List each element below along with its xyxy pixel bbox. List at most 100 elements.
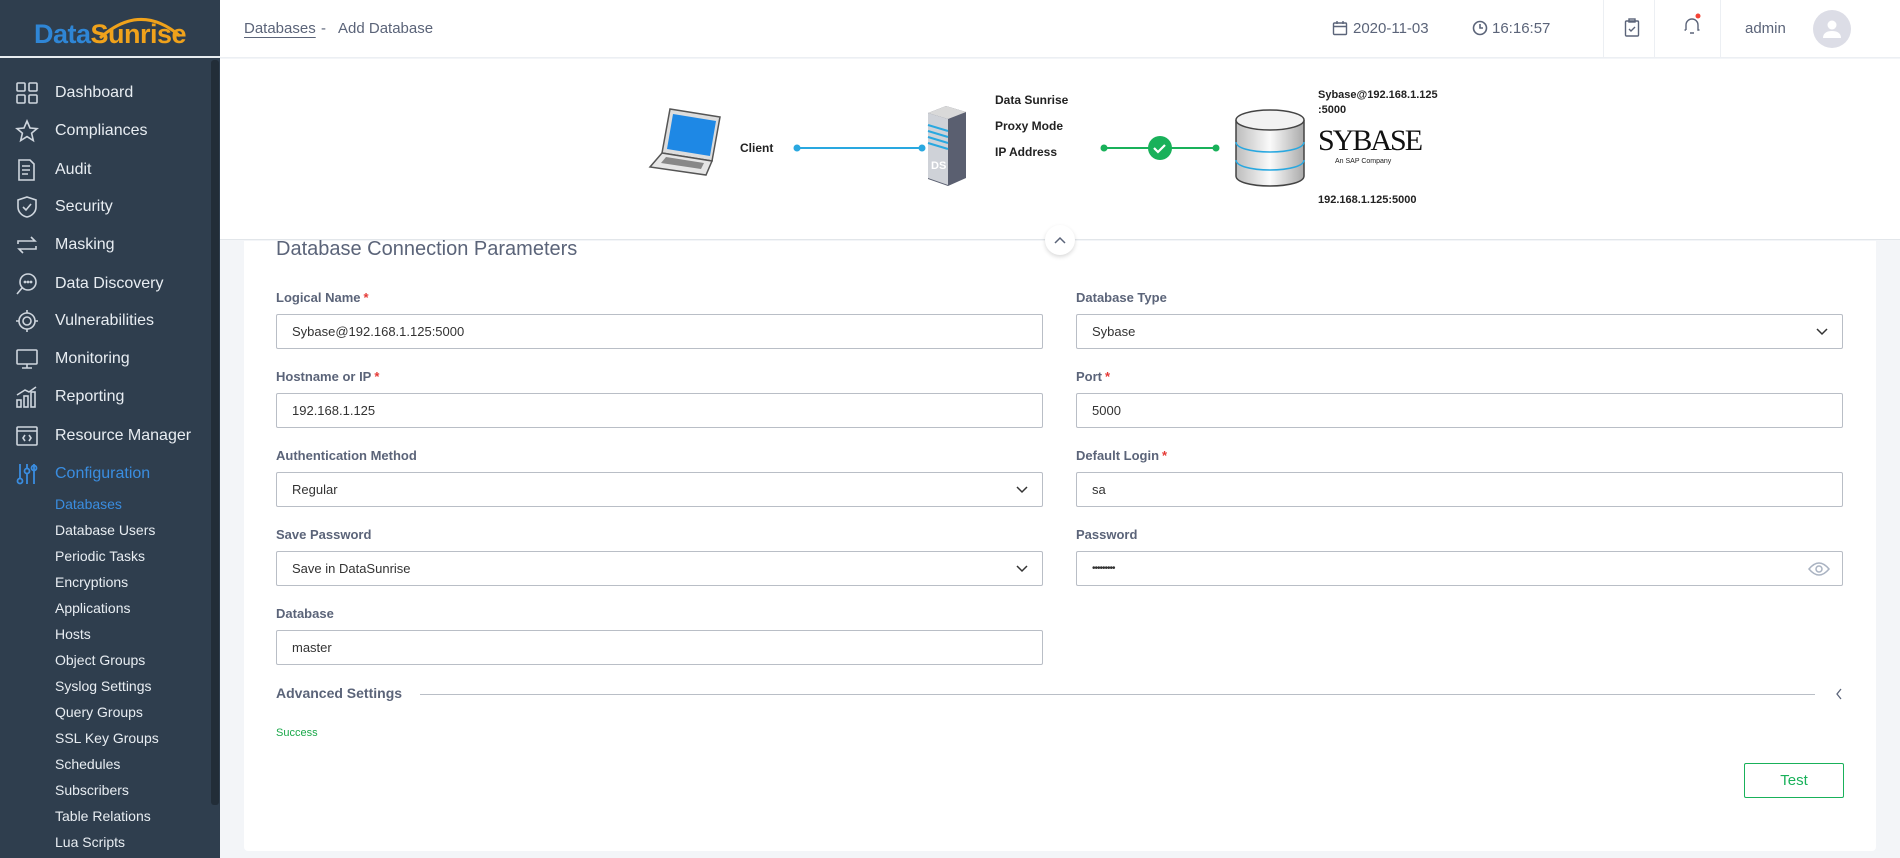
logo[interactable]: DataSunrise: [0, 0, 220, 58]
shield-icon: [17, 196, 37, 218]
sidebar-subitem-ssl-key-groups[interactable]: SSL Key Groups: [55, 730, 159, 746]
hostname-input[interactable]: 192.168.1.125: [276, 393, 1043, 428]
required-mark: *: [374, 369, 380, 384]
client-label: Client: [740, 141, 774, 155]
test-status: Success: [276, 727, 318, 739]
chevron-down-icon: [1816, 328, 1828, 336]
sidebar-subitem-encryptions[interactable]: Encryptions: [55, 574, 129, 590]
bell-icon[interactable]: [1682, 13, 1702, 37]
sidebar-item-audit[interactable]: Audit: [0, 153, 210, 187]
label-text: Hostname or IP: [276, 369, 372, 384]
sidebar-item-compliances[interactable]: Compliances: [0, 114, 210, 148]
sidebar-item-reporting[interactable]: Reporting: [0, 380, 210, 414]
sidebar-item-label: Audit: [55, 161, 92, 178]
chevron-left-icon[interactable]: [1834, 687, 1844, 701]
required-mark: *: [363, 290, 369, 305]
port-input[interactable]: 5000: [1076, 393, 1843, 428]
sidebar-subitem-object-groups[interactable]: Object Groups: [55, 652, 146, 668]
db-connection-line: [1100, 136, 1220, 160]
sidebar-subitem-database-users[interactable]: Database Users: [55, 522, 156, 538]
sidebar-item-label: Security: [55, 198, 113, 215]
logical-name-input[interactable]: Sybase@192.168.1.125:5000: [276, 314, 1043, 349]
sidebar-item-masking[interactable]: Masking: [0, 228, 210, 262]
hostname-label: Hostname or IP*: [276, 369, 379, 384]
sidebar-item-vulnerabilities[interactable]: Vulnerabilities: [0, 304, 210, 338]
sidebar-item-label: Reporting: [55, 388, 125, 405]
username[interactable]: admin: [1745, 20, 1786, 37]
star-icon: [15, 119, 39, 143]
input-value: •••••••••: [1092, 563, 1115, 574]
select-value: Sybase: [1092, 324, 1136, 339]
sidebar-item-label: Dashboard: [55, 84, 134, 101]
sidebar-subitem-subscribers[interactable]: Subscribers: [55, 782, 129, 798]
sidebar-subitem-applications[interactable]: Applications: [55, 600, 131, 616]
collapse-diagram-button[interactable]: [1045, 225, 1075, 255]
current-date: 2020-11-03: [1353, 20, 1429, 37]
label-text: Default Login: [1076, 448, 1160, 463]
sidebar-item-label: Vulnerabilities: [55, 312, 155, 329]
sidebar-item-label: Compliances: [55, 122, 148, 139]
sidebar-subitem-syslog-settings[interactable]: Syslog Settings: [55, 678, 152, 694]
chat-search-icon: [16, 273, 37, 295]
connection-parameters-card: Database Connection Parameters Logical N…: [244, 238, 1876, 851]
divider: [1654, 0, 1655, 58]
sidebar-subitem-schedules[interactable]: Schedules: [55, 756, 121, 772]
logo-arc-icon: [98, 18, 181, 40]
proxy-label-2: Proxy Mode: [995, 119, 1064, 133]
sidebar-subitem-periodic-tasks[interactable]: Periodic Tasks: [55, 548, 146, 564]
divider: [1603, 0, 1604, 58]
db-type-select[interactable]: Sybase: [1076, 314, 1843, 349]
sidebar-subitem-databases[interactable]: Databases: [55, 496, 122, 512]
sidebar-item-resource-manager[interactable]: Resource Manager: [0, 419, 210, 453]
sidebar-subitem-hosts[interactable]: Hosts: [55, 626, 91, 642]
code-window-icon: [16, 426, 38, 446]
save-password-label: Save Password: [276, 527, 372, 542]
breadcrumb-current: Add Database: [338, 20, 434, 37]
connection-diagram: Client DS Data Sunrise Proxy Mode IP Add…: [220, 59, 1900, 240]
chevron-down-icon: [1016, 565, 1028, 573]
sidebar-item-security[interactable]: Security: [0, 190, 210, 224]
sidebar-item-monitoring[interactable]: Monitoring: [0, 342, 210, 376]
default-login-input[interactable]: sa: [1076, 472, 1843, 507]
database-icon: [1235, 109, 1305, 187]
report-icon: [16, 386, 37, 408]
dashboard-icon: [16, 82, 38, 104]
test-button[interactable]: Test: [1744, 763, 1844, 798]
input-value: master: [292, 640, 332, 655]
avatar[interactable]: [1813, 10, 1851, 48]
sidebar-subitem-lua-scripts[interactable]: Lua Scripts: [55, 834, 126, 850]
sidebar-item-dashboard[interactable]: Dashboard: [0, 76, 210, 110]
database-label: Database: [276, 606, 334, 621]
db-name-line2: :5000: [1318, 104, 1347, 116]
password-input[interactable]: •••••••••: [1076, 551, 1843, 586]
database-input[interactable]: master: [276, 630, 1043, 665]
svg-text:DS: DS: [931, 160, 946, 172]
sidebar-item-configuration[interactable]: Configuration: [0, 457, 210, 491]
advanced-settings-toggle[interactable]: Advanced Settings: [276, 685, 403, 701]
logical-name-label: Logical Name*: [276, 290, 369, 305]
auth-method-label: Authentication Method: [276, 448, 417, 463]
sidebar-subitem-table-relations[interactable]: Table Relations: [55, 808, 151, 824]
logo-part2: Sunrise: [90, 18, 187, 49]
audit-icon: [18, 159, 35, 181]
save-password-select[interactable]: Save in DataSunrise: [276, 551, 1043, 586]
monitor-icon: [16, 349, 38, 369]
sidebar-item-label: Masking: [55, 236, 115, 253]
target-icon: [16, 310, 38, 332]
show-password-eye-icon[interactable]: [1808, 560, 1830, 578]
password-label: Password: [1076, 527, 1138, 542]
breadcrumb-databases-link[interactable]: Databases: [244, 20, 316, 37]
auth-method-select[interactable]: Regular: [276, 472, 1043, 507]
sidebar-scrollbar[interactable]: [211, 60, 219, 805]
clipboard-check-icon[interactable]: [1624, 18, 1640, 38]
current-time: 16:16:57: [1492, 20, 1551, 37]
divider: [1720, 0, 1721, 58]
client-connection-line: [793, 144, 926, 152]
card-title: Database Connection Parameters: [276, 238, 578, 260]
sidebar-subitem-query-groups[interactable]: Query Groups: [55, 704, 143, 720]
input-value: sa: [1092, 482, 1106, 497]
user-icon: [1823, 20, 1841, 38]
sidebar-item-label: Monitoring: [55, 350, 130, 367]
input-value: 5000: [1092, 403, 1121, 418]
sidebar-item-data-discovery[interactable]: Data Discovery: [0, 267, 210, 301]
